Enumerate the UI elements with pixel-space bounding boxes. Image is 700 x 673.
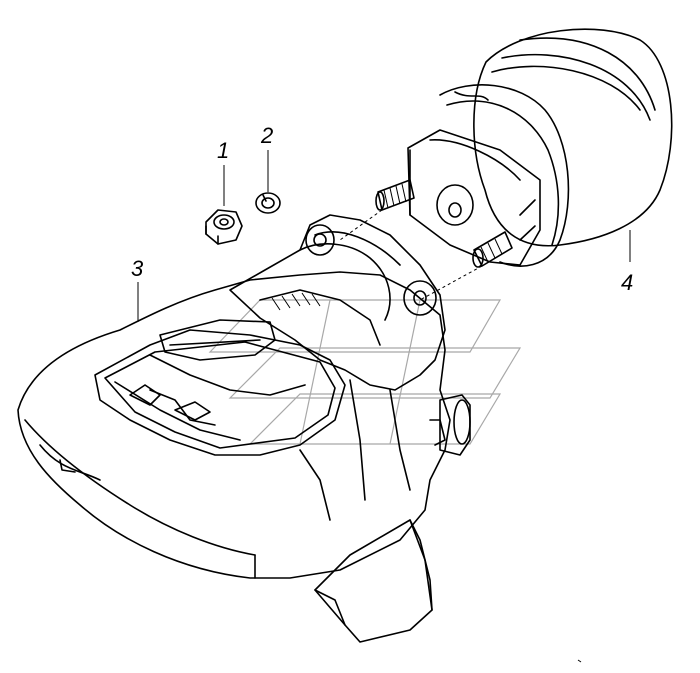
lock-washer bbox=[255, 192, 281, 214]
tick-mark bbox=[577, 659, 582, 663]
callout-label-1: 1 bbox=[217, 138, 229, 163]
brake-chamber bbox=[339, 28, 673, 301]
brake-caliper bbox=[17, 214, 471, 643]
callout-label-4: 4 bbox=[621, 270, 633, 295]
watermark-logo bbox=[208, 299, 522, 445]
nut bbox=[205, 209, 243, 245]
callout-label-3: 3 bbox=[131, 256, 144, 281]
callout-label-2: 2 bbox=[260, 123, 273, 148]
